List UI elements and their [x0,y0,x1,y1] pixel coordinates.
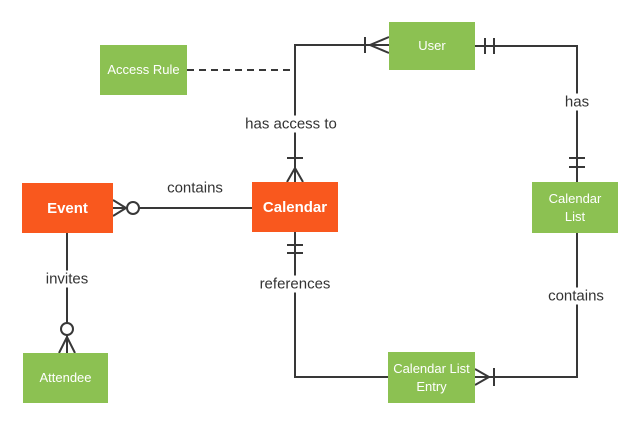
entity-label: Calendar List [548,190,602,224]
entity-user: User [389,22,475,70]
connector-line [294,232,388,378]
exactly-one-bars-icon [484,38,495,54]
zero-circle-icon [60,322,74,336]
connector-references [287,232,388,378]
entity-label: Calendar List Entry [393,360,470,394]
entity-label: Event [47,199,88,217]
exactly-one-bars-icon [569,157,585,168]
crowsfoot-many-icon [474,368,492,386]
connector-line [475,45,578,182]
zero-circle-icon [126,201,140,215]
connector-contains-events [112,199,252,217]
entity-label: Access Rule [107,62,180,78]
connector-has [475,38,585,182]
crowsfoot-many-icon [367,36,390,54]
relationship-label-has: has [559,93,595,111]
crowsfoot-many-icon [58,334,76,354]
connector-line [475,233,578,378]
connector-invites [58,232,76,354]
crowsfoot-many-icon [112,199,128,217]
entity-calendar-list-entry: Calendar List Entry [388,352,475,403]
entity-calendar-list: Calendar List [532,182,618,233]
entity-label: User [418,38,446,54]
entity-attendee: Attendee [23,353,108,403]
relationship-label-has-access-to: has access to [240,115,342,133]
connector-has-access-to [286,36,390,183]
connector-contains-entries [474,233,578,386]
relationship-label-invites: invites [40,270,94,288]
entity-label: Calendar [262,198,328,216]
crowsfoot-many-icon [286,165,304,183]
exactly-one-bars-icon [287,244,303,254]
entity-event: Event [22,183,113,233]
connector-line [294,44,389,182]
relationship-label-references: references [254,275,336,293]
relationship-label-contains-events: contains [162,179,228,197]
entity-access-rule: Access Rule [100,45,187,95]
entity-label: Attendee [39,370,92,386]
entity-calendar: Calendar [252,182,338,232]
relationship-label-contains-entries: contains [543,287,609,305]
